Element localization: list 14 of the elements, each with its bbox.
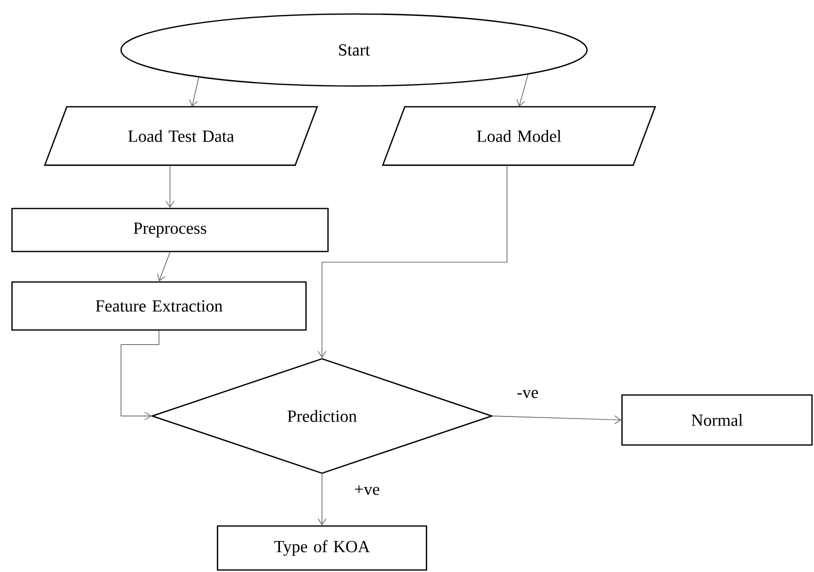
arrow: [492, 415, 622, 424]
edge-label: -ve: [516, 388, 540, 400]
arrow: [120, 330, 160, 420]
process-box: Normal: [621, 394, 813, 446]
arrow: [157, 252, 170, 282]
arrow: [318, 164, 508, 358]
process-box: Feature Extraction: [11, 281, 307, 331]
arrow: [166, 164, 174, 208]
arrow: [318, 474, 326, 526]
process-box: Preprocess: [11, 208, 329, 252]
arrow: [516, 74, 528, 107]
arrow: [189, 77, 200, 107]
edge-label: +ve: [353, 484, 381, 496]
process-box: Type of KOA: [216, 525, 428, 571]
